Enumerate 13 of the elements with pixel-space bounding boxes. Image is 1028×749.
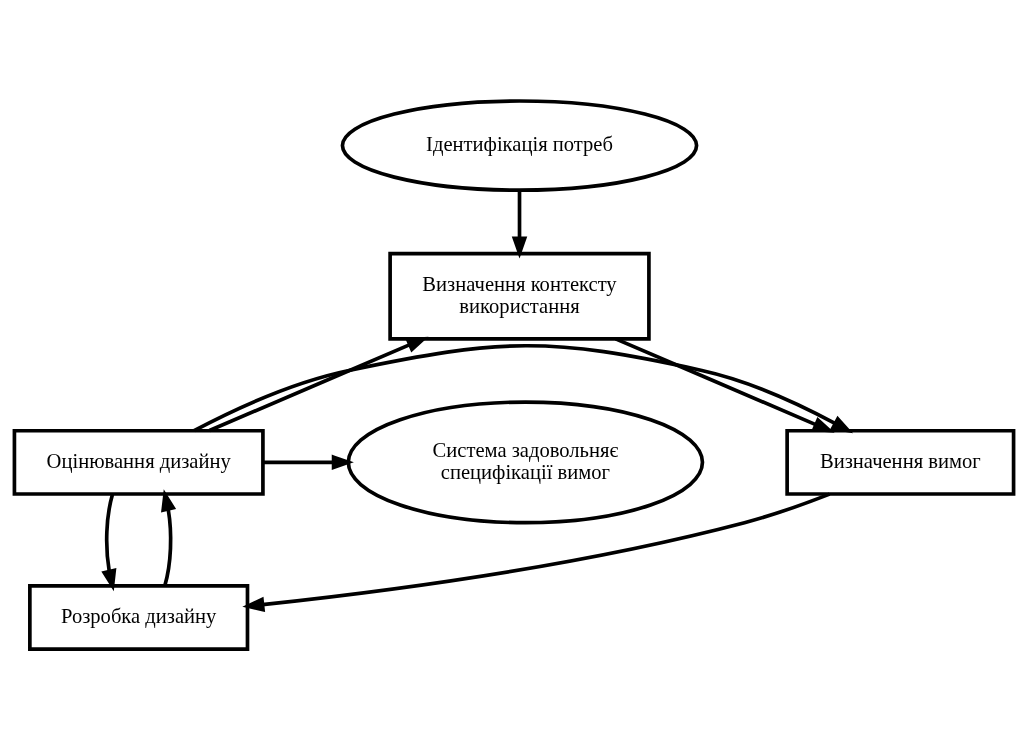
node-box: Оцінювання дизайну	[12, 428, 265, 496]
arrow	[193, 343, 854, 433]
node-box: Визначення контексту використання	[388, 251, 651, 341]
node-ellipse: Система задовольняє специфікації вимог	[346, 399, 705, 524]
arrow	[242, 491, 831, 612]
arrow	[263, 454, 354, 470]
node-ellipse: Ідентифікація потреб	[340, 98, 699, 192]
node-box: Розробка дизайну	[28, 583, 250, 651]
node-box: Визначення вимог	[785, 428, 1016, 496]
arrow	[511, 190, 528, 259]
arrow	[101, 493, 117, 591]
arrow	[161, 488, 177, 586]
arrow	[208, 336, 429, 432]
